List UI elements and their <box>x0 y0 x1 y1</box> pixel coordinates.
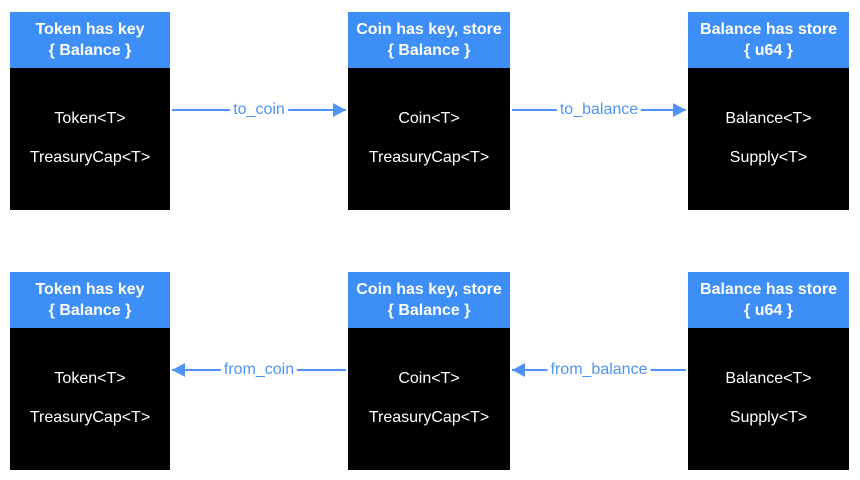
node-field: TreasuryCap<T> <box>368 148 490 166</box>
node-title-line2: { Balance } <box>387 42 471 59</box>
node-body: Token<T> TreasuryCap<T> <box>10 68 170 210</box>
node-body: Coin<T> TreasuryCap<T> <box>348 68 510 210</box>
node-field: TreasuryCap<T> <box>29 148 151 166</box>
arrowhead-right-icon <box>673 103 686 117</box>
node-title-line1: Coin has key, store <box>356 21 502 38</box>
arrow-from-coin: from_coin <box>172 361 346 379</box>
arrowhead-left-icon <box>512 363 525 377</box>
node-body: Balance<T> Supply<T> <box>688 328 849 470</box>
node-body: Coin<T> TreasuryCap<T> <box>348 328 510 470</box>
node-header: Token has key { Balance } <box>10 272 170 328</box>
node-title-line1: Coin has key, store <box>356 281 502 298</box>
arrowhead-left-icon <box>172 363 185 377</box>
node-title-line1: Balance has store <box>700 21 837 38</box>
node-title-line1: Token has key <box>35 21 145 38</box>
node-header: Token has key { Balance } <box>10 12 170 68</box>
arrow-label: to_coin <box>230 101 288 119</box>
node-body: Balance<T> Supply<T> <box>688 68 849 210</box>
arrow-label: to_balance <box>556 101 642 119</box>
arrow-to-balance: to_balance <box>512 101 686 119</box>
arrow-label: from_balance <box>547 361 651 379</box>
node-field: TreasuryCap<T> <box>368 408 490 426</box>
arrow-label: from_coin <box>220 361 298 379</box>
node-balance-top: Balance has store { u64 } Balance<T> Sup… <box>688 12 849 210</box>
node-header: Coin has key, store { Balance } <box>348 12 510 68</box>
node-field: Balance<T> <box>725 109 812 127</box>
node-header: Balance has store { u64 } <box>688 272 849 328</box>
node-title-line2: { Balance } <box>387 302 471 319</box>
node-field: Supply<T> <box>729 408 808 426</box>
node-field: Coin<T> <box>398 369 460 387</box>
node-header: Coin has key, store { Balance } <box>348 272 510 328</box>
node-title-line1: Token has key <box>35 281 145 298</box>
arrowhead-right-icon <box>333 103 346 117</box>
node-body: Token<T> TreasuryCap<T> <box>10 328 170 470</box>
node-title-line2: { Balance } <box>48 302 132 319</box>
arrow-from-balance: from_balance <box>512 361 686 379</box>
node-coin-top: Coin has key, store { Balance } Coin<T> … <box>348 12 510 210</box>
node-field: Supply<T> <box>729 148 808 166</box>
arrow-to-coin: to_coin <box>172 101 346 119</box>
node-token-top: Token has key { Balance } Token<T> Treas… <box>10 12 170 210</box>
node-field: Token<T> <box>54 369 126 387</box>
node-field: Token<T> <box>54 109 126 127</box>
node-title-line2: { Balance } <box>48 42 132 59</box>
node-title-line2: { u64 } <box>744 302 793 319</box>
node-title-line2: { u64 } <box>744 42 793 59</box>
node-field: Coin<T> <box>398 109 460 127</box>
node-token-bottom: Token has key { Balance } Token<T> Treas… <box>10 272 170 470</box>
node-field: Balance<T> <box>725 369 812 387</box>
node-balance-bottom: Balance has store { u64 } Balance<T> Sup… <box>688 272 849 470</box>
node-field: TreasuryCap<T> <box>29 408 151 426</box>
node-title-line1: Balance has store <box>700 281 837 298</box>
node-header: Balance has store { u64 } <box>688 12 849 68</box>
node-coin-bottom: Coin has key, store { Balance } Coin<T> … <box>348 272 510 470</box>
